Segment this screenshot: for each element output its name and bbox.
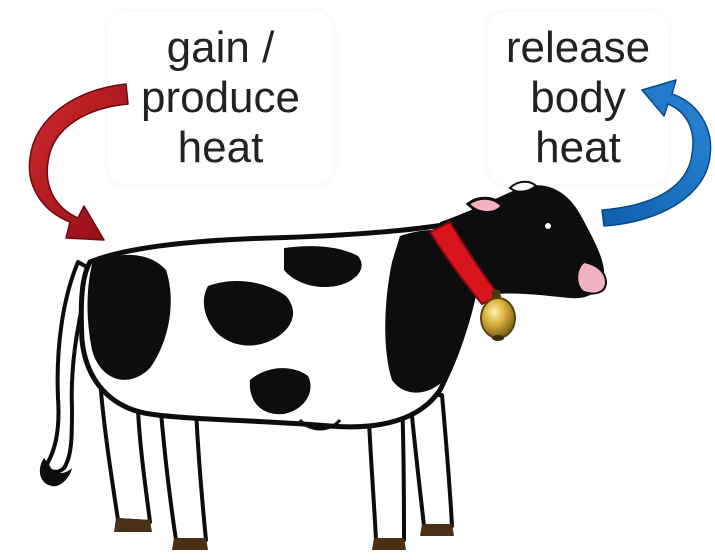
cow-icon xyxy=(40,182,606,550)
release-heat-arrow-icon xyxy=(602,80,711,226)
gain-heat-arrow-icon xyxy=(29,84,128,240)
